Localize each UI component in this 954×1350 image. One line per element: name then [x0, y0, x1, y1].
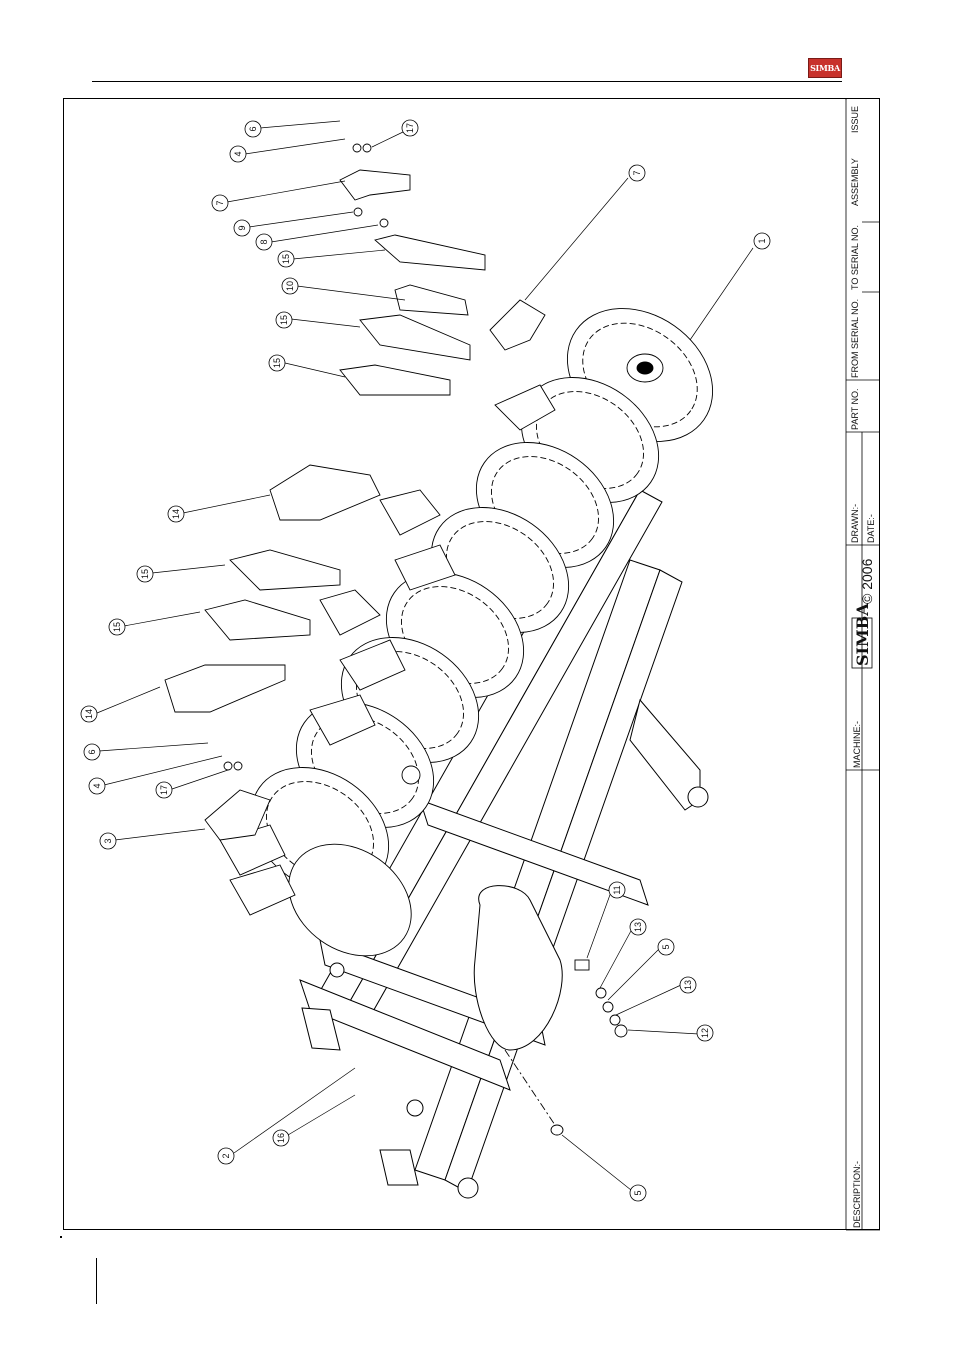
callout-label: 6	[87, 749, 97, 754]
callout-label: 9	[237, 225, 247, 230]
callout-label: 5	[633, 1190, 643, 1195]
callout-label: 13	[633, 922, 643, 932]
machine-label: MACHINE:-	[852, 721, 862, 768]
issue-label: ISSUE	[850, 106, 860, 133]
callout-label: 7	[632, 170, 642, 175]
callout-label: 12	[700, 1028, 710, 1038]
callout-label: 14	[171, 509, 181, 519]
callout-label: 7	[215, 200, 225, 205]
callout-label: 15	[272, 358, 282, 368]
callout-label: 15	[112, 622, 122, 632]
callout-c17b: 17	[156, 782, 172, 798]
callout-c5b: 5	[630, 1185, 646, 1201]
callout-label: 1	[757, 238, 767, 243]
simba-title-logo: SIMBA	[852, 603, 872, 668]
callout-c14a: 14	[168, 506, 184, 522]
callout-c14b: 14	[81, 706, 97, 722]
callout-c4a: 4	[230, 146, 246, 162]
callout-label: 6	[248, 126, 258, 131]
callout-c4b: 4	[89, 778, 105, 794]
part-no-label: PART NO.	[850, 388, 860, 430]
callout-label: 8	[259, 239, 269, 244]
callout-c16: 16	[273, 1130, 289, 1146]
callout-label: 4	[92, 783, 102, 788]
callout-label: 3	[103, 838, 113, 843]
callout-c17a: 17	[402, 120, 418, 136]
assembly-label: ASSEMBLY	[850, 158, 860, 206]
title-block-text: DESCRIPTION:- MACHINE:- SIMBA © 2006 DRA…	[850, 106, 876, 1228]
callout-c15b: 15	[276, 312, 292, 328]
from-serial-label: FROM SERIAL NO.	[850, 299, 860, 378]
callout-label: 13	[683, 980, 693, 990]
callout-c13b: 13	[680, 977, 696, 993]
callout-c10: 10	[282, 278, 298, 294]
callout-c13a: 13	[630, 919, 646, 935]
callout-c5a: 5	[658, 939, 674, 955]
callout-label: 14	[84, 709, 94, 719]
callout-c3: 3	[100, 833, 116, 849]
date-label: DATE:-	[866, 514, 876, 543]
callout-c7a: 7	[212, 195, 228, 211]
callout-label: 16	[276, 1133, 286, 1143]
callout-c9: 9	[234, 220, 250, 236]
callout-c7b: 7	[629, 165, 645, 181]
callout-c15a: 15	[278, 251, 294, 267]
callout-c11: 11	[609, 882, 625, 898]
callout-label: 17	[159, 785, 169, 795]
callout-label: 15	[279, 315, 289, 325]
title-brand-name: SIMBA	[853, 603, 872, 666]
callout-c6a: 6	[245, 121, 261, 137]
callout-c1: 1	[754, 233, 770, 249]
callout-c15e: 15	[109, 619, 125, 635]
callout-c8: 8	[256, 234, 272, 250]
callout-label: 4	[233, 151, 243, 156]
callout-label: 10	[285, 281, 295, 291]
callout-c2: 2	[218, 1148, 234, 1164]
to-serial-label: TO SERIAL NO.	[850, 225, 860, 290]
callout-label: 11	[612, 885, 622, 894]
callout-label: 15	[140, 569, 150, 579]
callout-c6b: 6	[84, 744, 100, 760]
callout-c15d: 15	[137, 566, 153, 582]
description-label: DESCRIPTION:-	[852, 1161, 862, 1228]
callout-c15c: 15	[269, 355, 285, 371]
callout-label: 5	[661, 944, 671, 949]
callout-label: 2	[221, 1153, 231, 1158]
copyright-text: © 2006	[859, 558, 875, 604]
drawn-label: DRAWN:-	[850, 504, 860, 543]
callout-label: 15	[281, 254, 291, 264]
callout-c12: 12	[697, 1025, 713, 1041]
callout-label: 17	[405, 123, 415, 133]
